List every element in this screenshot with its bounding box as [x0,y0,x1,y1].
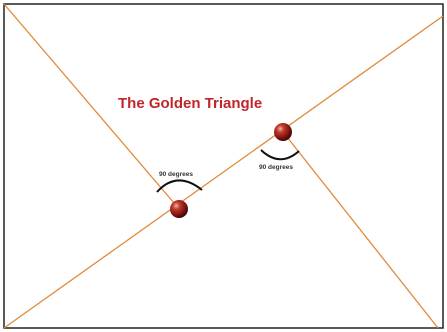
angle-arc-right [261,150,299,159]
diagram-frame [4,4,443,328]
node-sphere-icon [170,200,188,218]
node-sphere-icon [274,123,292,141]
main-diagonal-line [4,16,443,328]
angle-label-left: 90 degrees [159,171,193,178]
diagram-title: The Golden Triangle [118,95,262,112]
perpendicular-line-right [283,132,438,328]
angle-label-right: 90 degrees [259,164,293,171]
